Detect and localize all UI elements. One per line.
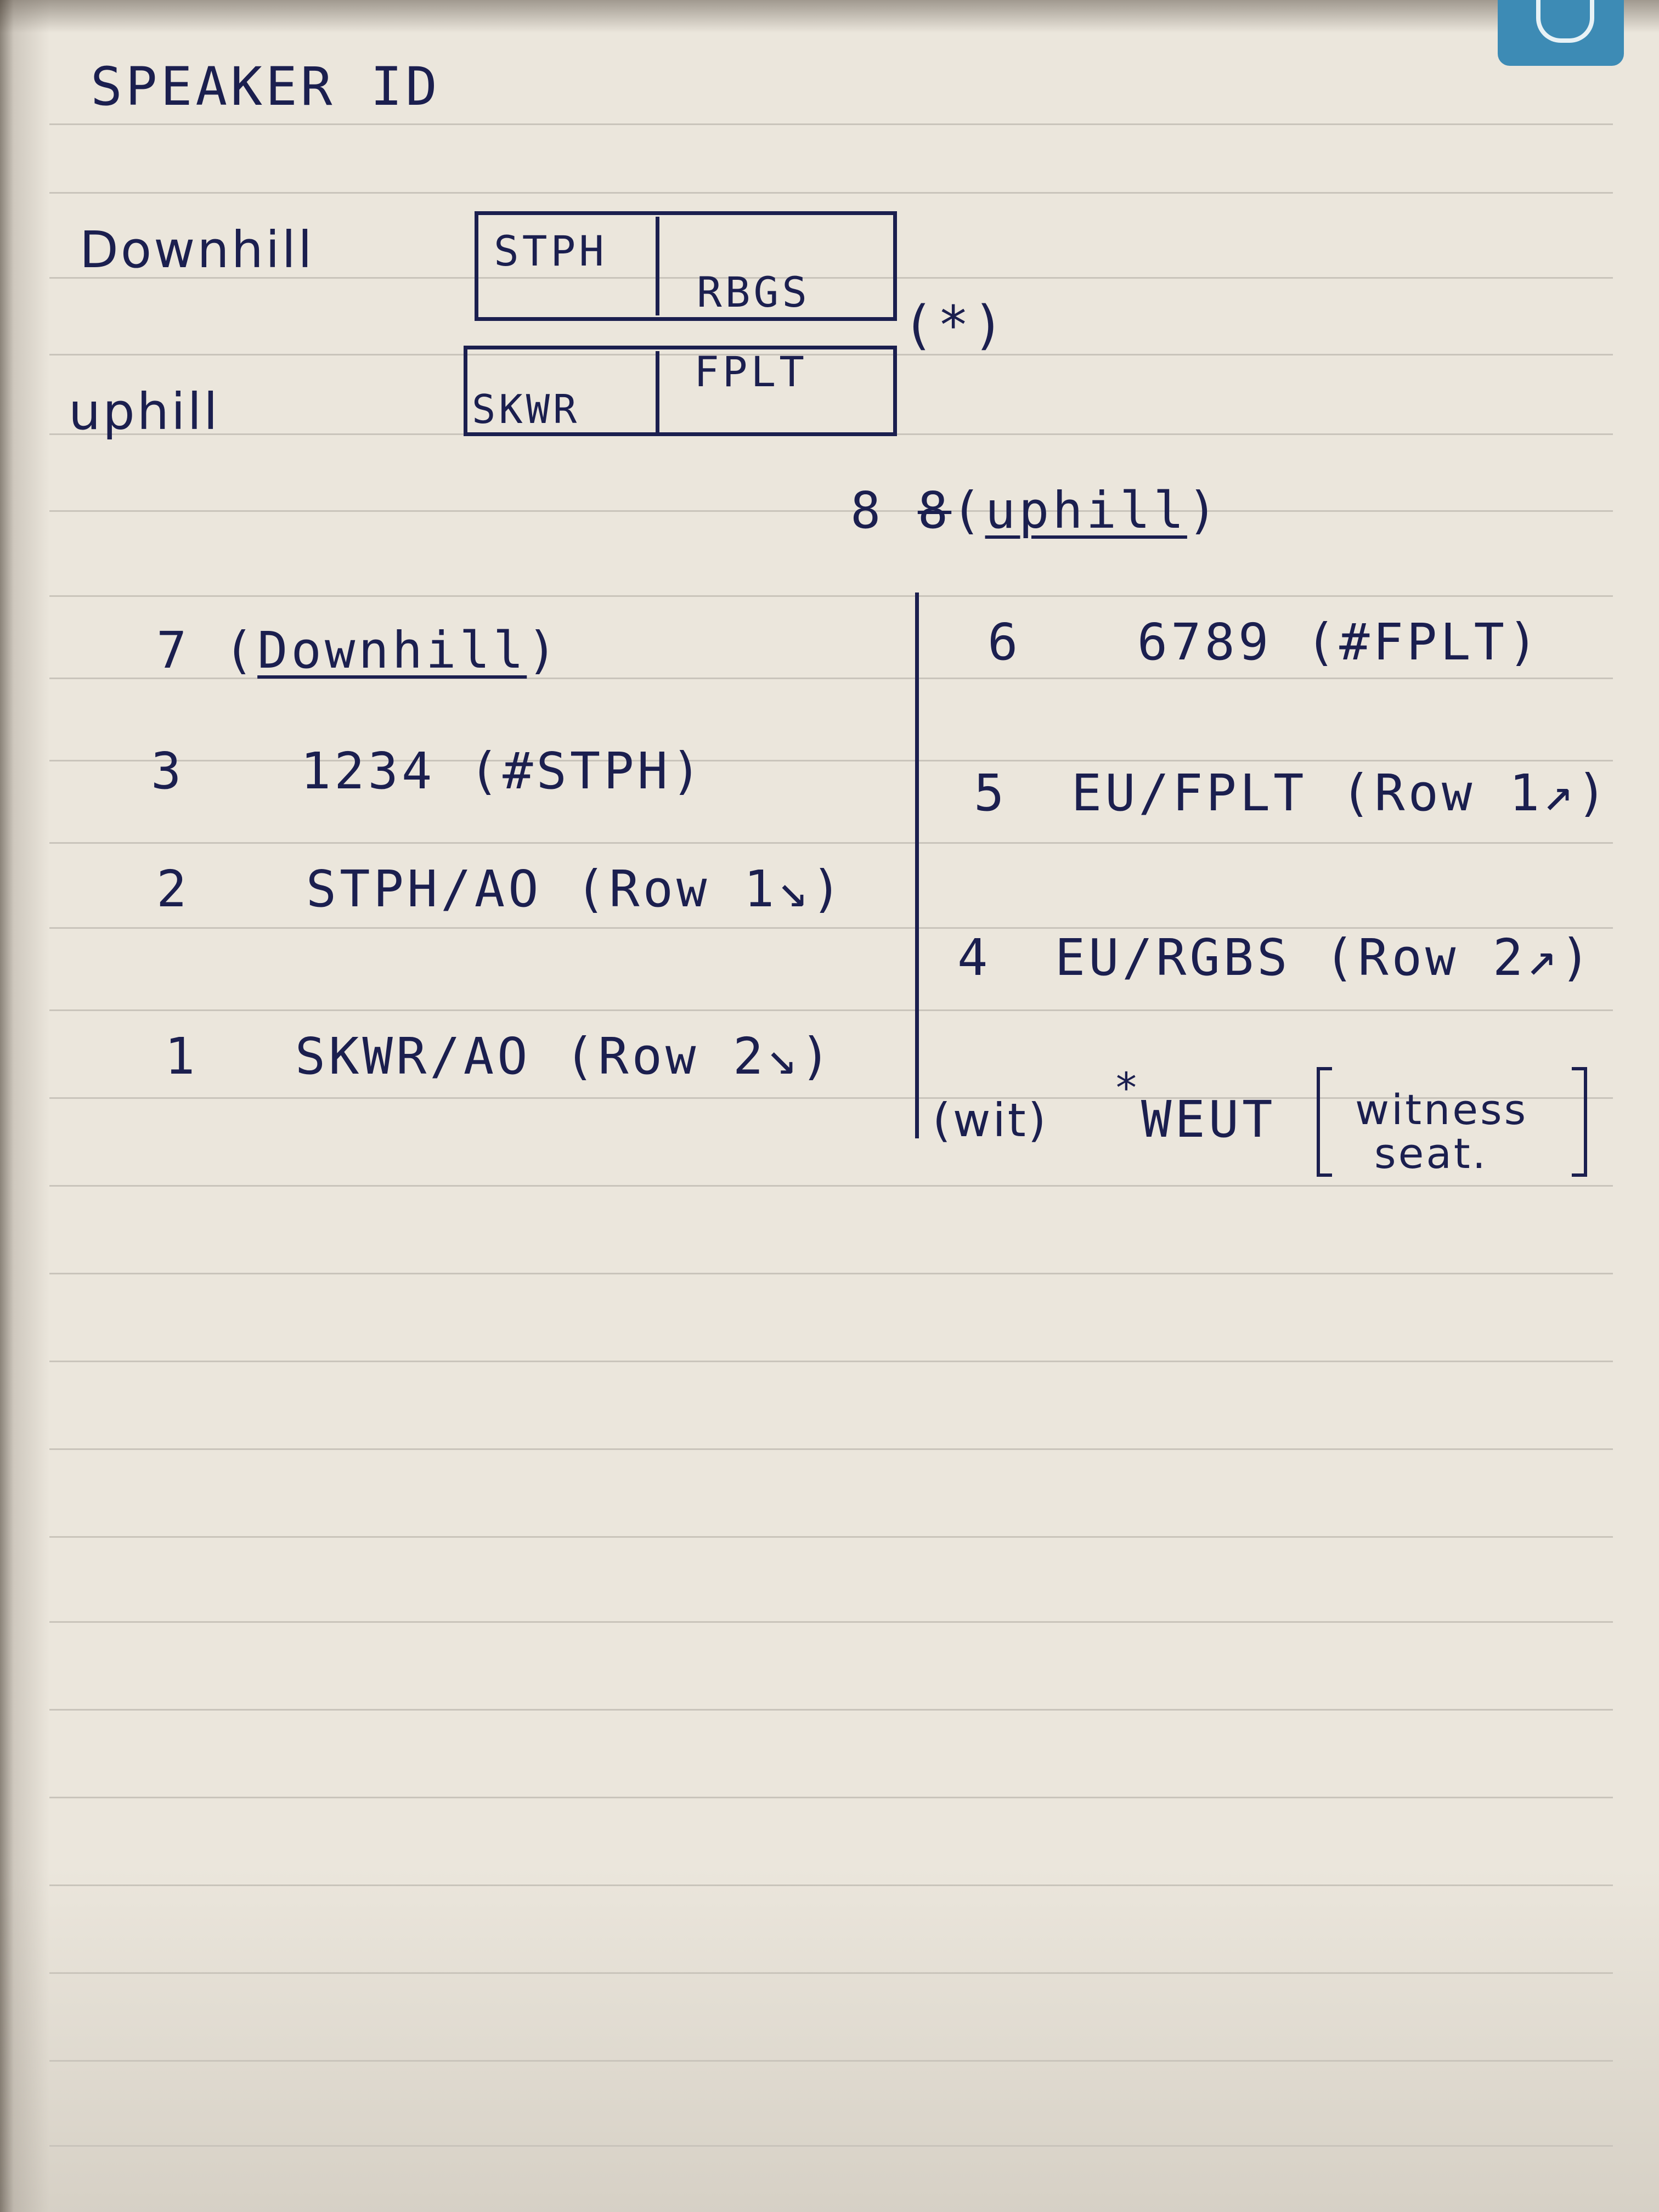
witness-note-line1: witness (1355, 1085, 1528, 1134)
witness-asterisk: * (1114, 1063, 1142, 1112)
ruled-line (49, 2060, 1613, 2062)
ruled-line (49, 842, 1613, 844)
column-divider (915, 592, 919, 1138)
downhill-row-box (475, 211, 897, 321)
ruled-line (49, 760, 1613, 761)
seat-fplt: FPLT (694, 347, 808, 396)
item-text: SKWR/AO (Row 2↘) (295, 1027, 834, 1086)
ruled-line (49, 927, 1613, 929)
list-item: 3 1234 (#STPH) (151, 746, 704, 797)
item-number: 5 (974, 764, 1008, 822)
binder-clip (1498, 0, 1624, 66)
item-number: 3 (151, 742, 185, 800)
uphill-count: 8 8(uphill) (850, 486, 1221, 536)
ruled-line (49, 678, 1613, 679)
uphill-count-close: ) (1187, 481, 1221, 540)
downhill-header: 7 (Downhill) (156, 625, 561, 676)
ruled-line (49, 1972, 1613, 1974)
ruled-line (49, 1884, 1613, 1886)
ruled-line (49, 510, 1613, 512)
item-number: 2 (156, 860, 190, 918)
seat-skwr: SKWR (472, 386, 580, 432)
item-text: 1234 (#STPH) (300, 742, 705, 800)
ruled-line (49, 1097, 1613, 1099)
downhill-open: ( (223, 621, 258, 680)
downhill-close: ) (527, 621, 561, 680)
seat-rbgs: RBGS (697, 268, 811, 317)
bracket-right (1572, 1067, 1587, 1177)
witness-label: (wit) (933, 1093, 1048, 1147)
downhill-count: 7 (156, 621, 190, 680)
bracket-left (1317, 1067, 1332, 1177)
downhill-divider (656, 217, 659, 315)
uphill-row-box (464, 346, 897, 436)
ruled-line (49, 1621, 1613, 1623)
page-title: SPEAKER ID (91, 56, 441, 117)
ruled-line (49, 1448, 1613, 1450)
uphill-divider (656, 351, 659, 433)
ruled-line (49, 192, 1613, 194)
ruled-line (49, 123, 1613, 125)
downhill-label: Downhill (257, 621, 527, 680)
uphill-count-label: uphill (985, 481, 1187, 540)
ruled-line (49, 1797, 1613, 1798)
item-text: EU/RGBS (Row 2↗) (1054, 928, 1594, 987)
ruled-line (49, 1009, 1613, 1011)
witness-note-line2: seat. (1374, 1129, 1488, 1178)
item-number: 6 (988, 613, 1022, 672)
ruled-line (49, 1536, 1613, 1538)
uphill-count-number: 8 (850, 481, 884, 540)
uphill-count-struck: 8 (917, 481, 952, 540)
label-downhill: Downhill (80, 221, 314, 279)
list-item: 4 EU/RGBS (Row 2↗) (957, 933, 1594, 983)
ruled-line (49, 2145, 1613, 2147)
witness-code: WEUT (1141, 1090, 1276, 1149)
list-item: 6 6789 (#FPLT) (988, 617, 1541, 668)
ruled-line (49, 1361, 1613, 1362)
item-text: EU/FPLT (Row 1↗) (1071, 764, 1610, 822)
ruled-line (49, 595, 1613, 597)
item-text: 6789 (#FPLT) (1137, 613, 1542, 672)
ruled-line (49, 354, 1613, 356)
asterisk-note: (*) (902, 295, 1008, 356)
item-number: 1 (165, 1027, 199, 1086)
ruled-line (49, 1273, 1613, 1274)
ruled-line (49, 1185, 1613, 1187)
label-uphill: uphill (69, 382, 220, 441)
list-item: 1 SKWR/AO (Row 2↘) (165, 1031, 834, 1082)
item-text: STPH/AO (Row 1↘) (306, 860, 845, 918)
ruled-line (49, 1709, 1613, 1711)
clip-cutout (1536, 0, 1594, 43)
list-item: 5 EU/FPLT (Row 1↗) (974, 768, 1610, 819)
list-item: 2 STPH/AO (Row 1↘) (156, 864, 845, 915)
item-number: 4 (957, 928, 991, 987)
seat-stph: STPH (494, 227, 608, 275)
uphill-count-open: ( (951, 481, 985, 540)
ruled-line (49, 277, 1613, 279)
